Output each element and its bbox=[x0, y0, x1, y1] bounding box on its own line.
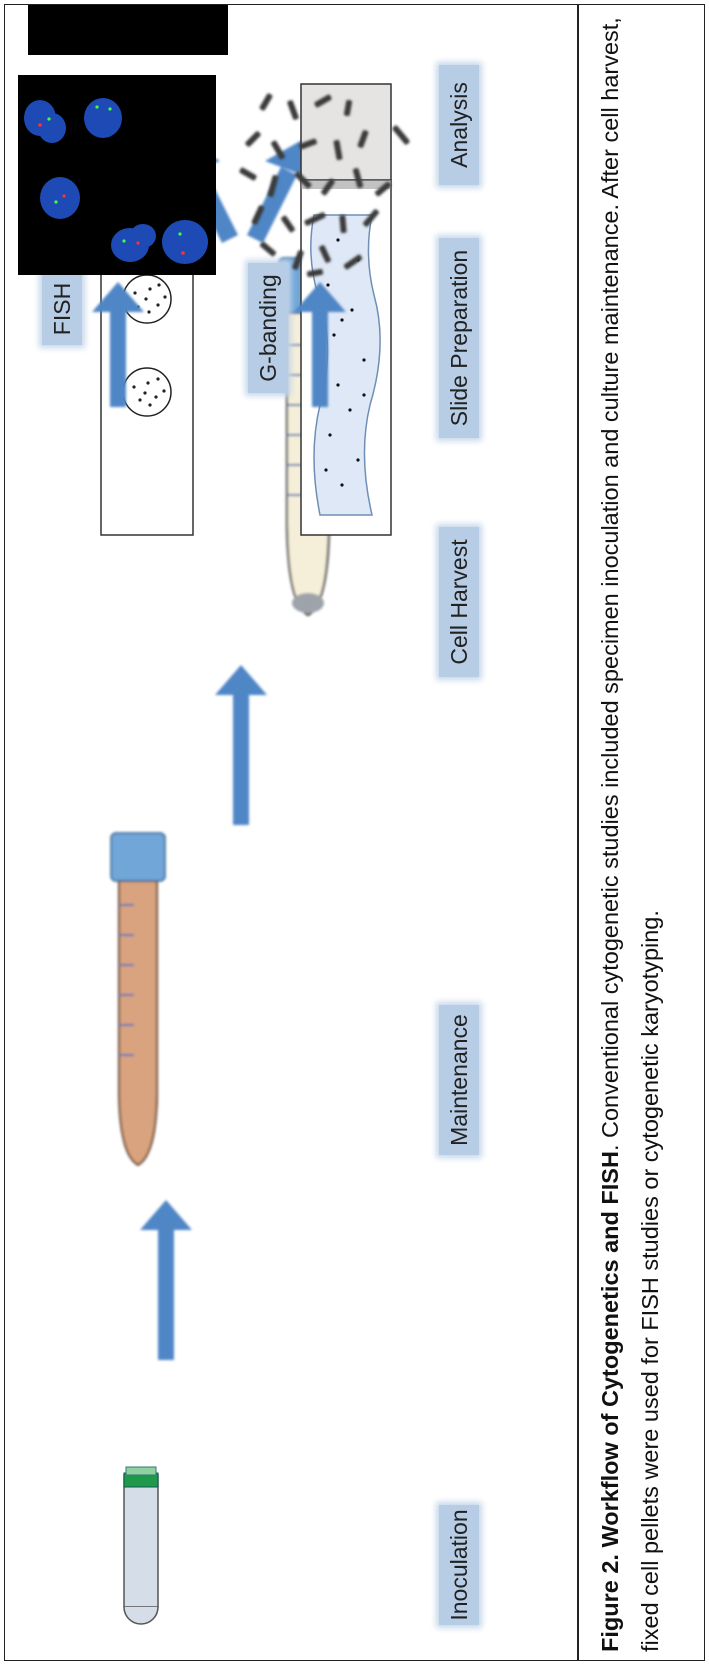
arrow-to-fish-image bbox=[92, 282, 144, 407]
arrow-to-karyotype bbox=[294, 282, 346, 407]
fish-microscopy-image bbox=[18, 75, 216, 275]
karyotype-spread bbox=[239, 93, 411, 278]
